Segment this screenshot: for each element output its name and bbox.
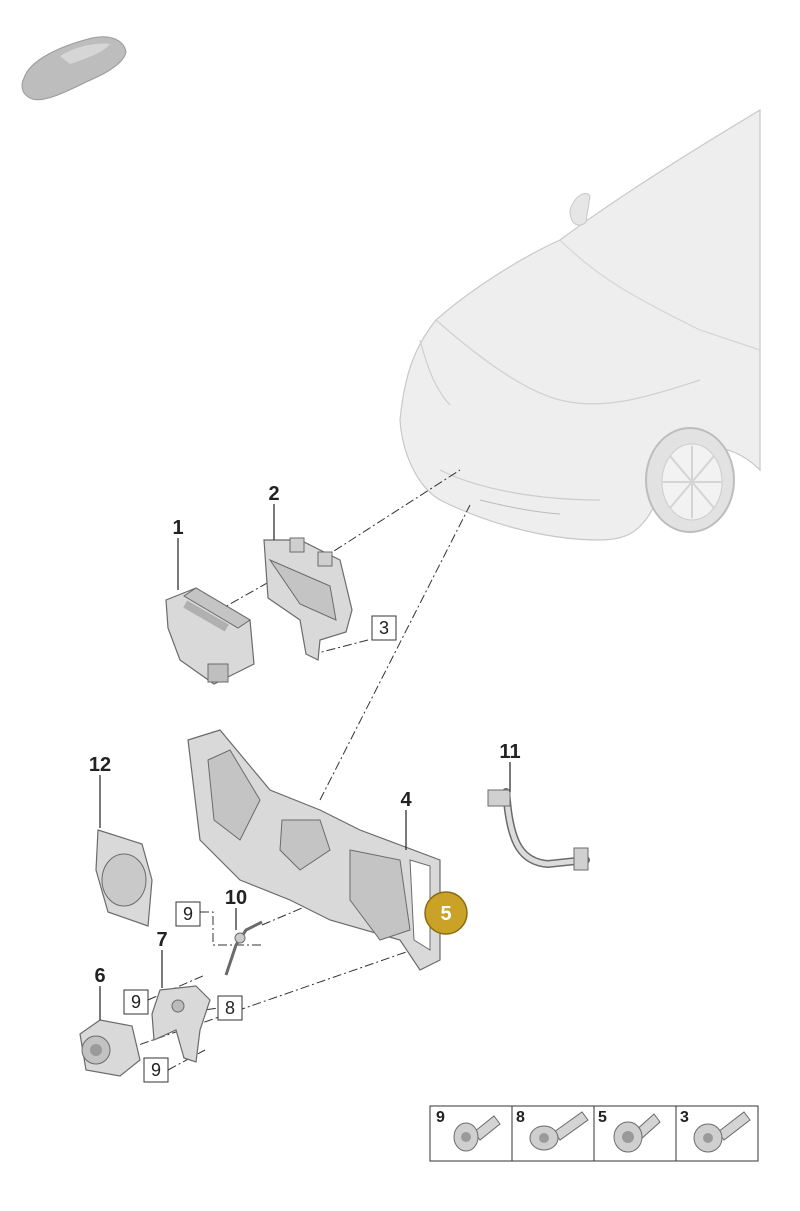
bolt-washer-head-icon — [613, 1113, 661, 1153]
callout-1: 1 — [172, 517, 183, 539]
highlight-circle — [424, 891, 468, 935]
boxed-callout-9-top: 9 — [175, 901, 201, 927]
callout-11: 11 — [499, 741, 520, 763]
highlighted-callout-5[interactable]: 5 — [424, 891, 468, 935]
bolt-washer-head-icon — [453, 1115, 501, 1152]
legend-cell-3: 3 — [680, 1109, 751, 1153]
bolt-torx-washer-head-icon — [693, 1111, 751, 1153]
legend-cell-9: 9 — [436, 1109, 501, 1152]
callout-9-bottom: 9 — [151, 1060, 161, 1080]
callout-4: 4 — [400, 789, 412, 811]
boxed-callout-8: 8 — [217, 995, 243, 1021]
part-2-bracket — [263, 537, 353, 661]
car-front-illustration — [399, 108, 761, 541]
callout-5: 5 — [440, 903, 451, 925]
part-11-hose — [487, 788, 590, 871]
part-7-holder — [151, 985, 211, 1063]
part-1-control-unit — [165, 587, 255, 685]
bolt-flange-head-icon — [529, 1111, 589, 1151]
callout-12: 12 — [89, 754, 111, 776]
fastener-legend: 9 8 5 3 — [429, 1105, 759, 1162]
vehicle-thumbnail-icon — [21, 36, 127, 101]
callout-10: 10 — [225, 887, 247, 909]
legend-cell-8: 8 — [516, 1109, 589, 1151]
part-10-pin — [224, 920, 263, 976]
callout-2: 2 — [268, 483, 279, 505]
callout-9-top: 9 — [183, 904, 193, 924]
boxed-callout-3: 3 — [371, 615, 397, 641]
part-12-radar-sensor — [95, 829, 153, 927]
part-4-carrier-frame — [187, 729, 441, 971]
callout-6: 6 — [94, 965, 105, 987]
legend-number-3: 3 — [680, 1109, 689, 1126]
legend-number-8: 8 — [516, 1109, 525, 1126]
legend-cell-5: 5 — [598, 1109, 661, 1153]
boxed-callout-9-bottom: 9 — [143, 1057, 169, 1083]
callout-3: 3 — [379, 618, 389, 638]
callout-8: 8 — [225, 998, 235, 1018]
boxed-callout-9-middle: 9 — [123, 989, 149, 1015]
part-6-camera — [79, 1019, 141, 1077]
legend-number-5: 5 — [598, 1109, 607, 1126]
callout-7: 7 — [156, 929, 167, 951]
legend-number-9: 9 — [436, 1109, 445, 1126]
callout-leaders — [99, 504, 511, 1020]
callout-9-middle: 9 — [131, 992, 141, 1012]
